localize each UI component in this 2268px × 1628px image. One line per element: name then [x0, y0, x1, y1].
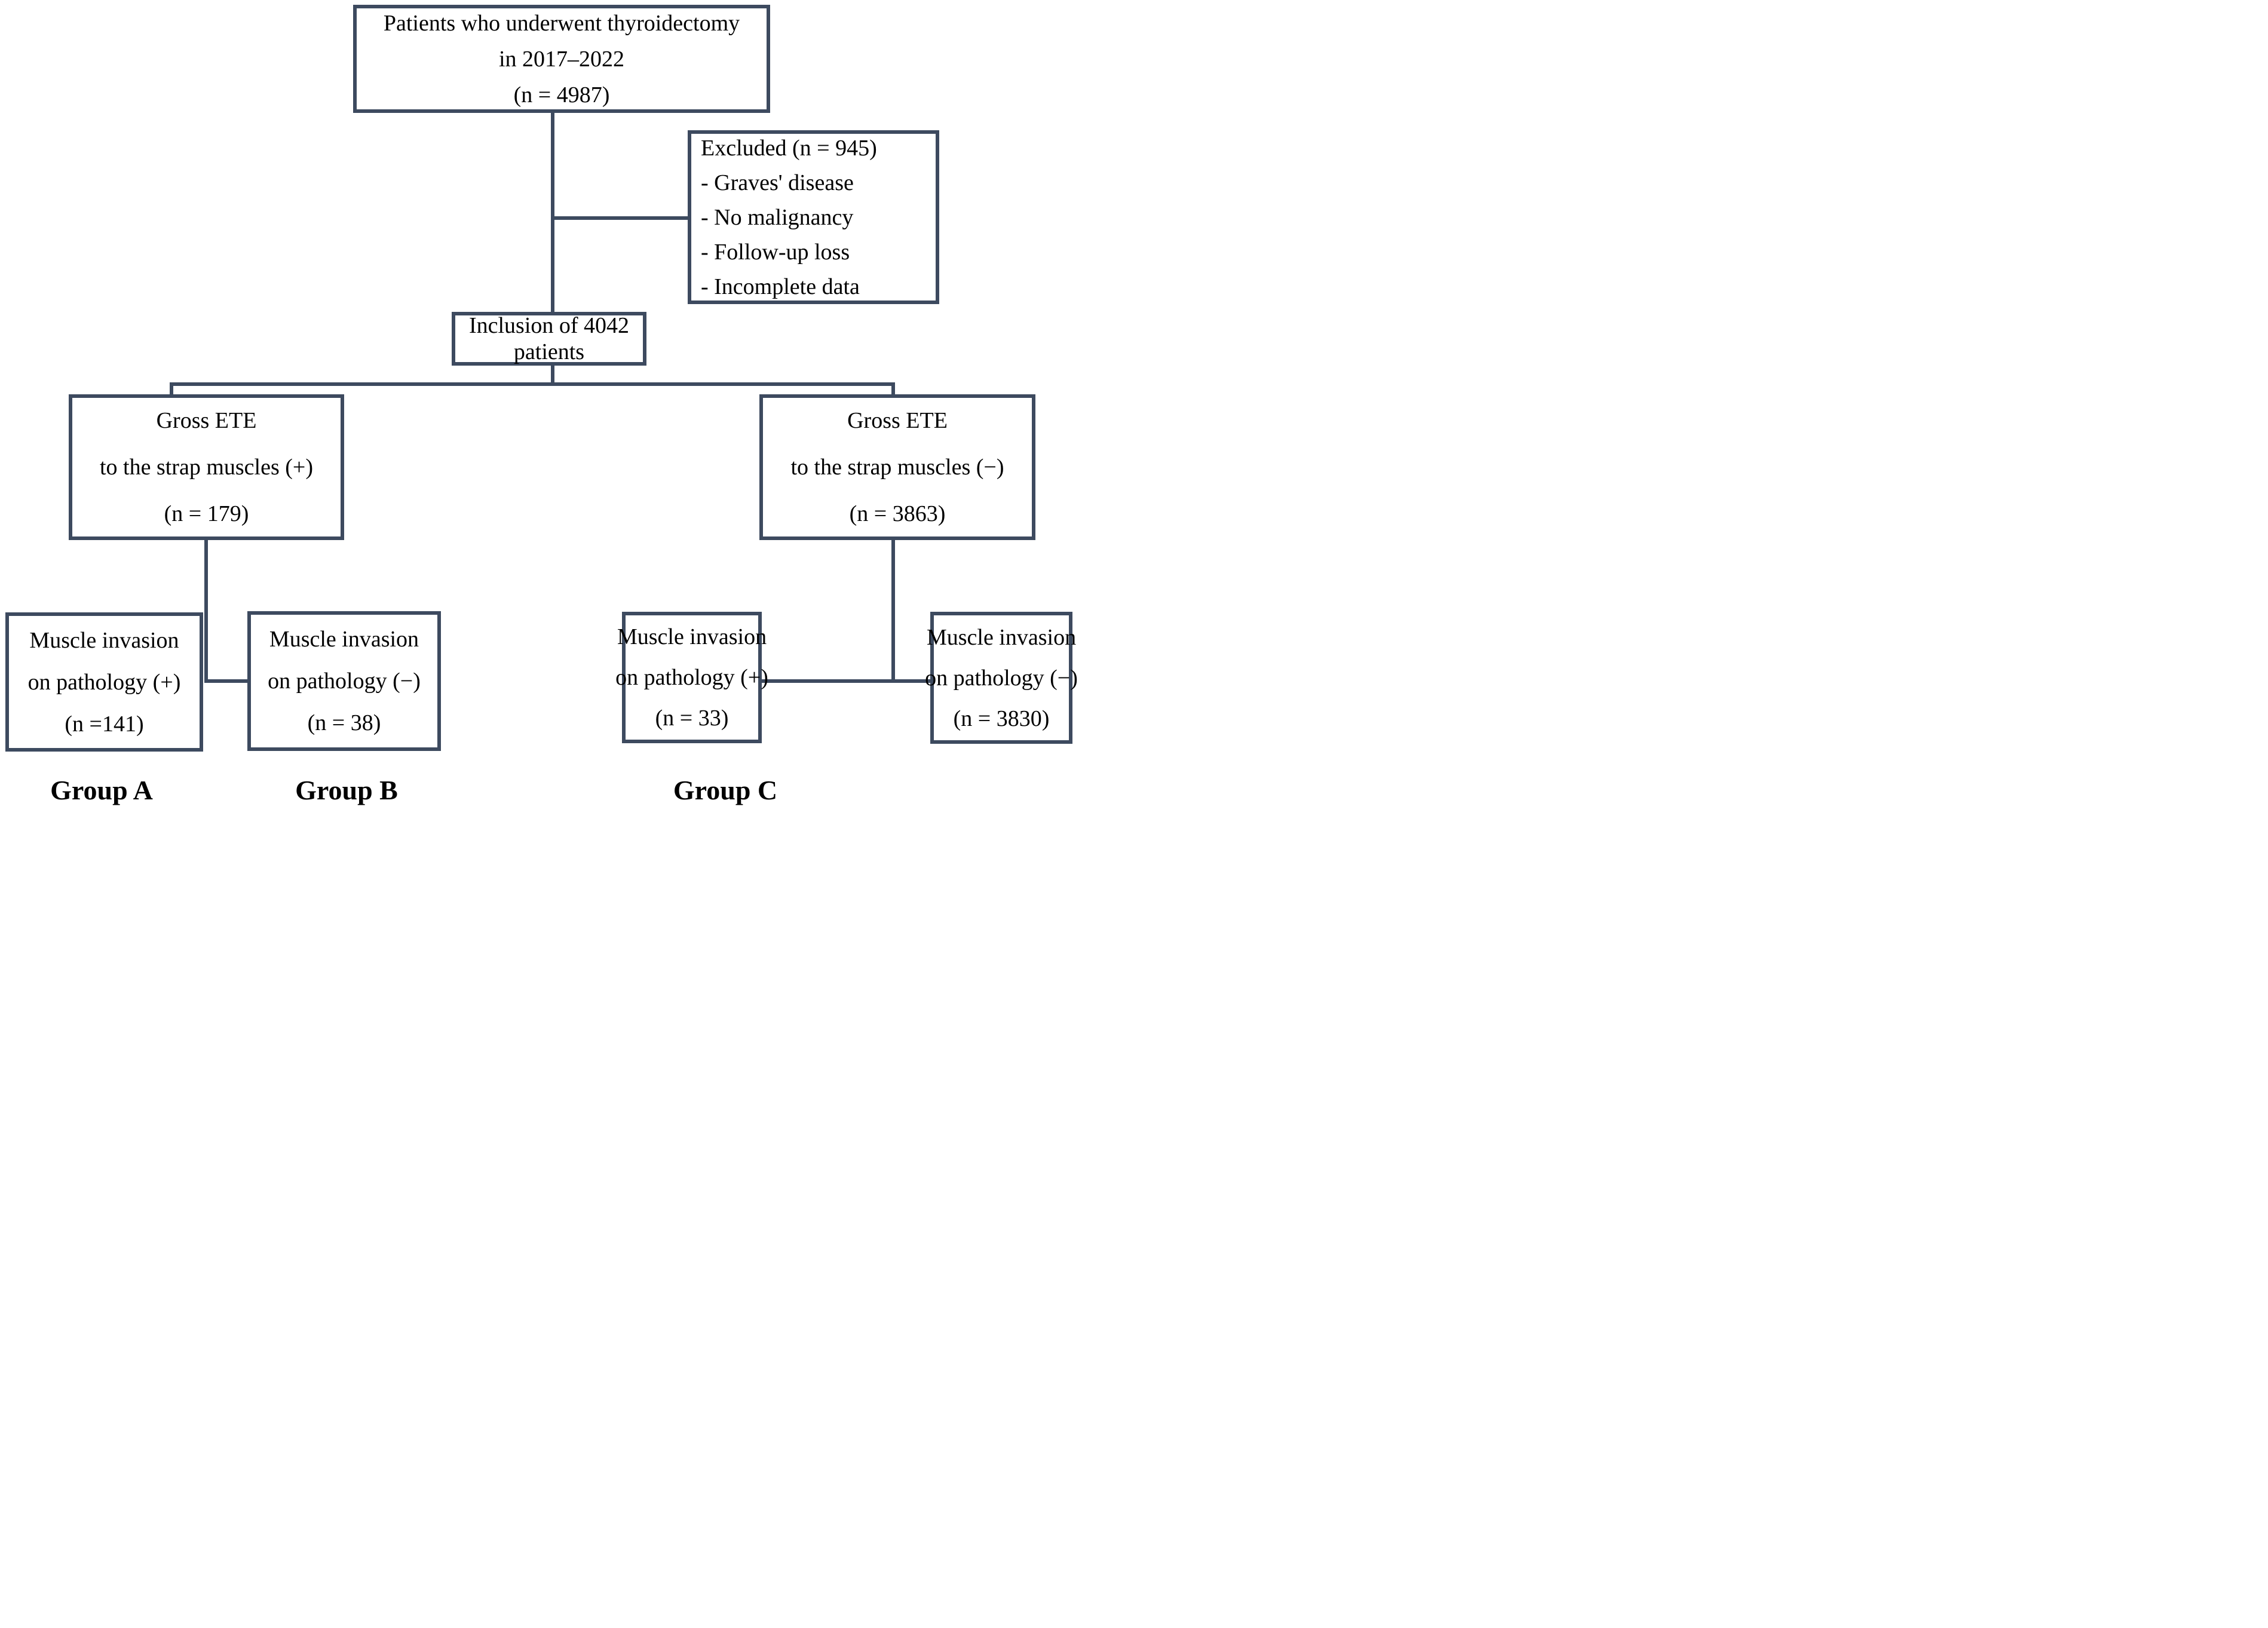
- node-d-line2: on pathology (−): [925, 665, 1078, 691]
- node-muscle-invasion-negative-b: Muscle invasion on pathology (−) (n = 38…: [247, 611, 441, 751]
- flowchart-canvas: Patients who underwent thyroidectomy in …: [0, 0, 1134, 814]
- node-ete-pos-line2: to the strap muscles (+): [99, 455, 313, 480]
- group-a-label: Group A: [50, 775, 153, 805]
- node-gross-ete-negative: Gross ETE to the strap muscles (−) (n = …: [759, 394, 1035, 540]
- node-b-line3: (n = 38): [307, 710, 381, 735]
- node-a-line3: (n =141): [65, 711, 144, 737]
- node-excluded-item1: - Graves' disease: [701, 170, 854, 195]
- node-inclusion: Inclusion of 4042 patients: [452, 312, 646, 366]
- node-muscle-invasion-positive-c: Muscle invasion on pathology (+) (n = 33…: [615, 612, 768, 743]
- node-ete-neg-line3: (n = 3863): [849, 501, 946, 526]
- group-b-label: Group B: [295, 775, 398, 805]
- node-ete-neg-line1: Gross ETE: [847, 408, 948, 433]
- node-d-line1: Muscle invasion: [926, 624, 1077, 650]
- node-inclusion-line2: patients: [513, 339, 585, 364]
- node-total-patients: Patients who underwent thyroidectomy in …: [353, 5, 770, 113]
- group-c-label: Group C: [673, 775, 778, 805]
- node-total-line1: Patients who underwent thyroidectomy: [383, 10, 740, 36]
- node-excluded: Excluded (n = 945) - Graves' disease - N…: [688, 130, 939, 304]
- connector-inclusion-to-branch: [551, 364, 554, 386]
- node-d-line3: (n = 3830): [953, 706, 1050, 731]
- connector-branch-horizontal: [170, 382, 895, 386]
- connector-branch-drop-left: [170, 382, 173, 395]
- node-inclusion-line1: Inclusion of 4042: [468, 313, 630, 338]
- node-c-line2: on pathology (+): [615, 665, 768, 690]
- node-muscle-invasion-negative-d: Muscle invasion on pathology (−) (n = 38…: [925, 612, 1078, 744]
- connector-ete-neg-down: [891, 539, 895, 683]
- node-b-line2: on pathology (−): [268, 669, 421, 694]
- node-total-line2: in 2017–2022: [498, 46, 625, 72]
- connector-join-a-b: [204, 679, 251, 683]
- node-excluded-item3: - Follow-up loss: [701, 239, 850, 265]
- node-c-line3: (n = 33): [655, 706, 729, 731]
- node-excluded-title: Excluded (n = 945): [701, 135, 877, 161]
- connector-ete-pos-down: [204, 539, 208, 683]
- node-excluded-item2: - No malignancy: [701, 204, 854, 230]
- connector-to-excluded: [551, 216, 689, 220]
- connector-join-c-d: [761, 679, 933, 683]
- connector-branch-drop-right: [891, 382, 895, 395]
- node-excluded-item4: - Incomplete data: [701, 274, 860, 299]
- node-c-line1: Muscle invasion: [617, 624, 767, 649]
- node-muscle-invasion-positive-a: Muscle invasion on pathology (+) (n =141…: [5, 612, 203, 752]
- node-total-line3: (n = 4987): [513, 82, 610, 108]
- connector-total-to-inclusion: [551, 111, 554, 313]
- node-b-line1: Muscle invasion: [269, 627, 419, 652]
- node-a-line1: Muscle invasion: [29, 627, 179, 653]
- node-a-line2: on pathology (+): [27, 669, 181, 695]
- node-ete-pos-line1: Gross ETE: [156, 408, 257, 433]
- node-ete-neg-line2: to the strap muscles (−): [790, 455, 1004, 480]
- node-ete-pos-line3: (n = 179): [164, 501, 249, 526]
- node-gross-ete-positive: Gross ETE to the strap muscles (+) (n = …: [69, 394, 344, 540]
